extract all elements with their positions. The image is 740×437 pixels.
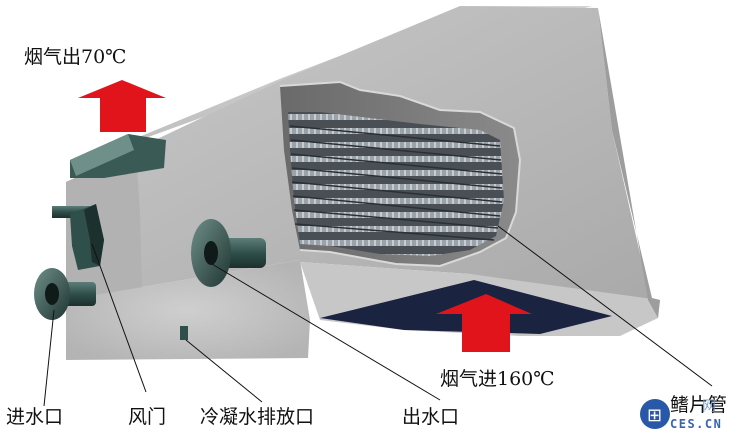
label-damper: 风门: [128, 406, 167, 428]
condensate-drain-pipe: [180, 326, 188, 340]
flue-in-arrow: [436, 294, 532, 352]
label-flue-gas-out: 烟气出70℃: [24, 46, 127, 68]
label-water-outlet: 出水口: [402, 406, 460, 428]
casing-skirt: [66, 260, 310, 360]
label-finned-tubes: 鳍片管: [670, 394, 728, 416]
finned-tube-bank: [288, 112, 504, 256]
watermark-url: CES.CN: [670, 417, 723, 431]
watermark-logo: ⊞: [640, 399, 670, 429]
label-flue-gas-in: 烟气进160℃: [440, 368, 555, 390]
flue-out-arrow: [78, 80, 166, 132]
tube-rows: [289, 125, 503, 241]
label-condensate-drain: 冷凝水排放口: [200, 406, 315, 428]
watermark-text: 网: [702, 399, 716, 415]
svg-text:⊞: ⊞: [647, 405, 662, 426]
watermark: 网 CES.CN: [636, 396, 740, 437]
leader-lines: [43, 225, 713, 407]
label-water-inlet: 进水口: [6, 406, 64, 428]
